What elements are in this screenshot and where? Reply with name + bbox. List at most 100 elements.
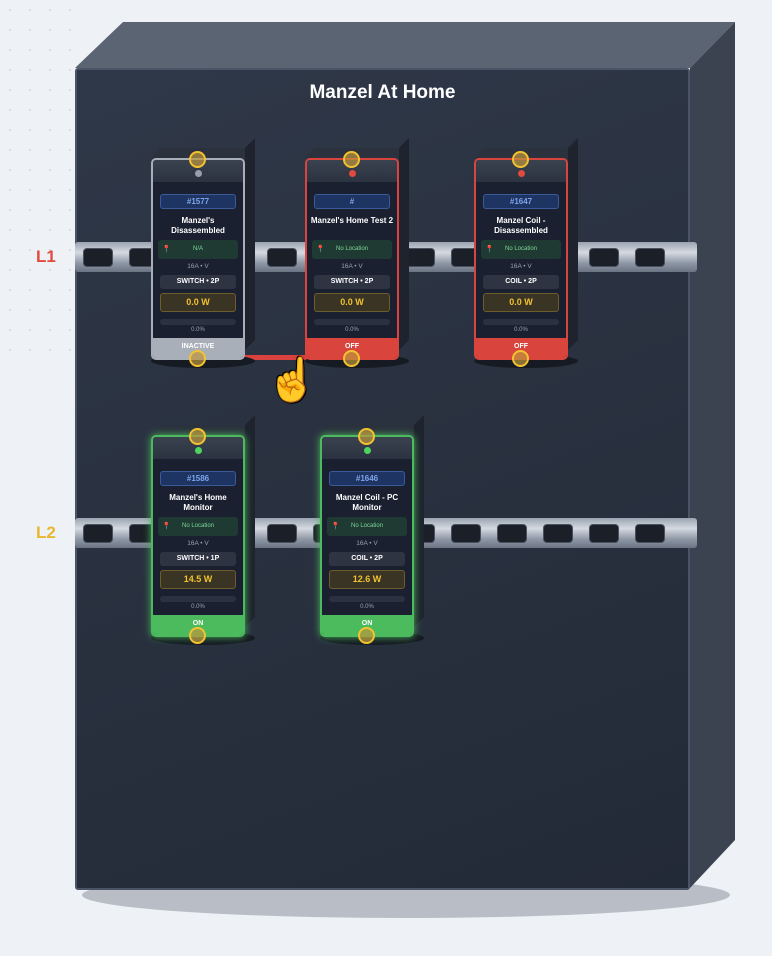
- rail-slot: [635, 248, 665, 267]
- rail-slot: [589, 524, 619, 543]
- location-pin-icon: 📍: [485, 246, 494, 253]
- breaker-type: COIL • 2P: [329, 552, 405, 566]
- breaker-1646[interactable]: #1646 Manzel Coil - PC Monitor 📍No Locat…: [320, 415, 424, 645]
- breaker-power: 12.6 W: [329, 570, 405, 589]
- status-toggle[interactable]: ON: [153, 615, 243, 635]
- top-terminal[interactable]: [343, 151, 360, 168]
- load-bar: [160, 319, 236, 325]
- rail-slot: [83, 524, 113, 543]
- load-bar: [483, 319, 559, 325]
- rail-slot: [635, 524, 665, 543]
- breaker-power: 0.0 W: [160, 293, 236, 312]
- location-text: No Location: [350, 523, 384, 529]
- breaker-rating: 16A • V: [187, 263, 209, 270]
- breaker-side: [399, 138, 409, 350]
- breaker-card[interactable]: #1586 Manzel's Home Monitor 📍 No Location…: [151, 435, 245, 637]
- breaker-id: #: [314, 194, 390, 209]
- location-text: No Location: [504, 246, 538, 252]
- rail-slot: [543, 524, 573, 543]
- rail-label-l1: L1: [36, 247, 56, 266]
- bottom-terminal[interactable]: [343, 350, 360, 367]
- bottom-terminal[interactable]: [512, 350, 529, 367]
- load-bar: [314, 319, 390, 325]
- breaker-name: Manzel Coil - Disassembled: [494, 216, 548, 235]
- breaker-type: SWITCH • 2P: [160, 275, 236, 289]
- top-terminal[interactable]: [189, 151, 206, 168]
- breaker-location: 📍 No Location: [312, 240, 392, 259]
- breaker-header: [476, 160, 566, 182]
- location-pin-icon: 📍: [316, 246, 325, 253]
- breaker-side: [245, 138, 255, 350]
- load-bar: [160, 596, 236, 602]
- breaker-location: 📍 N/A: [158, 240, 238, 259]
- load-percent: 0.0%: [360, 604, 374, 610]
- breaker-header: [322, 437, 412, 459]
- breaker-header: [153, 160, 243, 182]
- status-led-icon: [364, 447, 371, 454]
- location-pin-icon: 📍: [162, 246, 171, 253]
- breaker-card[interactable]: #1646 Manzel Coil - PC Monitor 📍No Locat…: [320, 435, 414, 637]
- breaker-side: [414, 415, 424, 627]
- breaker-card[interactable]: # Manzel's Home Test 2 📍 No Location 16A …: [305, 158, 399, 360]
- connection-wire[interactable]: [243, 355, 307, 360]
- rail-slot: [589, 248, 619, 267]
- status-toggle[interactable]: INACTIVE: [153, 338, 243, 358]
- breaker-id: #1577: [160, 194, 236, 209]
- rail-slot: [267, 524, 297, 543]
- breaker-header: [153, 437, 243, 459]
- load-percent: 0.0%: [191, 604, 205, 610]
- rail-slot: [451, 524, 481, 543]
- panel-title: Manzel At Home: [309, 82, 456, 103]
- top-terminal[interactable]: [189, 428, 206, 445]
- location-text: N/A: [192, 246, 203, 252]
- bottom-terminal[interactable]: [189, 627, 206, 644]
- breaker-[interactable]: # Manzel's Home Test 2 📍 No Location 16A …: [305, 138, 409, 368]
- load-percent: 0.0%: [191, 327, 205, 333]
- breaker-name: Manzel's Home Monitor: [169, 493, 227, 512]
- status-toggle[interactable]: OFF: [307, 338, 397, 358]
- status-led-icon: [349, 170, 356, 177]
- breaker-type: COIL • 2P: [483, 275, 559, 289]
- breaker-rating: 16A • V: [356, 540, 378, 547]
- breaker-location: 📍 No Location: [158, 517, 238, 536]
- breaker-type: SWITCH • 1P: [160, 552, 236, 566]
- breaker-name: Manzel's Home Test 2: [310, 216, 394, 225]
- rail-slot: [497, 524, 527, 543]
- breaker-card[interactable]: #1577 Manzel's Disassembled 📍 N/A 16A • V…: [151, 158, 245, 360]
- breaker-side: [568, 138, 578, 350]
- top-terminal[interactable]: [358, 428, 375, 445]
- rail-slot: [267, 248, 297, 267]
- hand-cursor-icon: ☝: [266, 356, 319, 403]
- breaker-id: #1646: [329, 471, 405, 486]
- status-led-icon: [195, 170, 202, 177]
- rail-slot: [405, 248, 435, 267]
- breaker-card[interactable]: #1647 Manzel Coil - Disassembled 📍 No Loc…: [474, 158, 568, 360]
- breaker-power: 0.0 W: [483, 293, 559, 312]
- background-dots: [0, 0, 80, 360]
- bottom-terminal[interactable]: [358, 627, 375, 644]
- breaker-rating: 16A • V: [510, 263, 532, 270]
- rail-slot: [83, 248, 113, 267]
- breaker-1577[interactable]: #1577 Manzel's Disassembled 📍 N/A 16A • V…: [151, 138, 255, 368]
- status-toggle[interactable]: ON: [322, 615, 412, 635]
- breaker-location: 📍No Location: [327, 517, 407, 536]
- breaker-type: SWITCH • 2P: [314, 275, 390, 289]
- load-bar: [329, 596, 405, 602]
- breaker-id: #1586: [160, 471, 236, 486]
- location-text: No Location: [181, 523, 215, 529]
- top-terminal[interactable]: [512, 151, 529, 168]
- bottom-terminal[interactable]: [189, 350, 206, 367]
- breaker-power: 0.0 W: [314, 293, 390, 312]
- breaker-name: Manzel's Disassembled: [171, 216, 225, 235]
- breaker-1586[interactable]: #1586 Manzel's Home Monitor 📍 No Location…: [151, 415, 255, 645]
- location-pin-icon: 📍: [162, 523, 171, 530]
- breaker-id: #1647: [483, 194, 559, 209]
- breaker-power: 14.5 W: [160, 570, 236, 589]
- location-text: No Location: [335, 246, 369, 252]
- breaker-location: 📍 No Location: [481, 240, 561, 259]
- breaker-rating: 16A • V: [341, 263, 363, 270]
- status-toggle[interactable]: OFF: [476, 338, 566, 358]
- breaker-side: [245, 415, 255, 627]
- breaker-1647[interactable]: #1647 Manzel Coil - Disassembled 📍 No Loc…: [474, 138, 578, 368]
- load-percent: 0.0%: [345, 327, 359, 333]
